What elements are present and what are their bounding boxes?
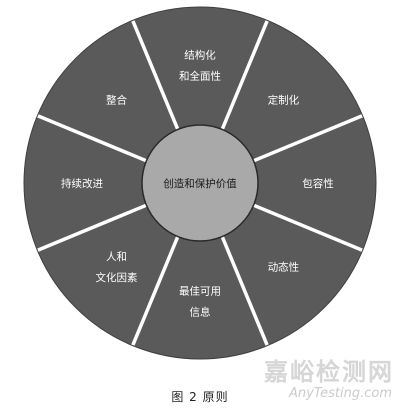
segment-label-line: 和全面性 — [179, 70, 221, 83]
segment-label: 动态性 — [268, 260, 300, 273]
wheel-segment — [222, 20, 363, 161]
segment-label-line: 包容性 — [302, 177, 334, 190]
segment-label: 最佳可用信息 — [179, 285, 221, 319]
wheel-divider — [35, 203, 148, 253]
wheel-divider — [252, 203, 365, 253]
segment-label: 结构化和全面性 — [179, 49, 221, 83]
wheel-divider — [252, 113, 365, 163]
segment-label-line: 整合 — [106, 94, 127, 107]
segment-label-line: 文化因素 — [96, 271, 138, 284]
wheel-divider — [220, 235, 270, 348]
segment-label-line: 信息 — [190, 306, 211, 319]
center-label: 创造和保护价值 — [163, 177, 237, 190]
segment-label: 定制化 — [268, 94, 300, 107]
segment-label-line: 最佳可用 — [179, 285, 221, 298]
segment-label: 持续改进 — [61, 177, 103, 190]
wheel-divider — [130, 235, 180, 348]
wheel-dividers — [23, 6, 377, 360]
wheel-divider — [130, 18, 180, 131]
watermark-logo-text: 嘉峪检测网 — [264, 358, 394, 386]
segment-label: 人和文化因素 — [96, 251, 138, 284]
wheel-divider — [35, 113, 148, 163]
wheel-outer-edge — [23, 6, 377, 360]
wheel-segment — [37, 205, 178, 346]
wheel-divider — [220, 18, 270, 131]
segment-label: 包容性 — [302, 177, 334, 190]
watermark: 嘉峪检测网 AnyTesting.com — [234, 352, 394, 408]
segment-label: 整合 — [106, 94, 127, 107]
segment-label-line: 动态性 — [268, 260, 300, 273]
segment-label-line: 结构化 — [184, 49, 216, 62]
wheel-segment — [222, 205, 363, 346]
center-circle — [141, 124, 259, 242]
wheel-segment — [37, 20, 178, 161]
segment-label-line: 人和 — [106, 251, 127, 263]
segment-label-line: 持续改进 — [61, 177, 103, 190]
figure-caption: 图 2 原则 — [171, 390, 229, 404]
watermark-url: AnyTesting.com — [288, 386, 392, 401]
segment-label-line: 定制化 — [268, 94, 300, 107]
